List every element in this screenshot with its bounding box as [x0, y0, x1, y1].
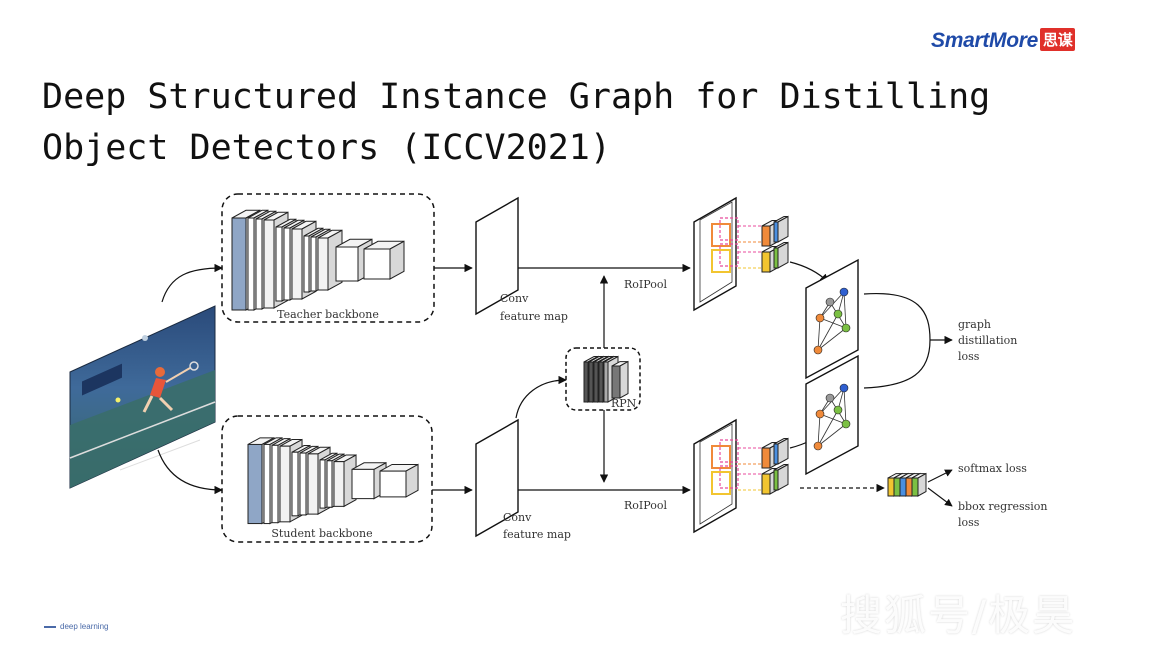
roi-feature-inner [699, 423, 733, 525]
watermark: 搜狐号/极昊 [840, 591, 1077, 640]
teacher-roipool-label: RoIPool [624, 278, 667, 291]
graph-node [825, 297, 835, 307]
softmax-loss-label: softmax loss [958, 462, 1027, 475]
graph-edge [817, 413, 821, 447]
architecture-diagram: Teacher backbone Student backbone Conv f… [69, 193, 1048, 543]
graph-loss-label-1: graph [958, 318, 991, 331]
bbox-loss-label-1: bbox regression [958, 500, 1048, 513]
teacher-backbone-label: Teacher backbone [277, 308, 379, 321]
rpn-block: RPN [565, 347, 641, 411]
arrow-featmap-to-rpn [515, 375, 567, 419]
roi-feature-inner [699, 201, 733, 303]
arrow-image-to-teacher [161, 263, 223, 303]
graph-node [833, 309, 843, 319]
graph-node [815, 313, 825, 323]
arrow-image-to-student [157, 449, 223, 495]
rpn-layer [611, 360, 629, 399]
roi-cube [773, 463, 789, 491]
teacher-roi-features [693, 196, 789, 312]
graph-loss-label-3: loss [958, 350, 980, 363]
teacher-feature-map: Conv feature map [475, 196, 568, 323]
graph-edge [817, 327, 847, 351]
graph-node [839, 287, 849, 297]
teacher-featmap-label-2: feature map [500, 310, 568, 323]
graph-node [833, 405, 843, 415]
student-roipool-label: RoIPool [624, 499, 667, 512]
graph-edge [817, 317, 821, 351]
graph-node [813, 441, 823, 451]
graph-edge [843, 387, 847, 425]
footer-text: deep learning [60, 622, 109, 631]
title-line-2: Object Detectors (ICCV2021) [42, 128, 611, 168]
graph-edge [817, 313, 839, 351]
graph-node [839, 383, 849, 393]
backbone-layer [363, 240, 405, 280]
graph-loss-bracket [863, 292, 931, 389]
logo-text: SmartMore [931, 29, 1038, 52]
rpn-label: RPN [611, 397, 637, 410]
input-image [69, 305, 216, 489]
arrow-to-softmax [927, 469, 953, 483]
head-layer [911, 472, 927, 497]
arrow-to-bbox [927, 487, 953, 507]
student-featmap-label-2: feature map [503, 528, 571, 541]
roi-cube [773, 437, 789, 465]
graph-node [841, 419, 851, 429]
student-feature-map: Conv feature map [475, 418, 571, 541]
title-line-1: Deep Structured Instance Graph for Disti… [42, 77, 991, 117]
teacher-featmap-label-1: Conv [500, 292, 529, 305]
roi-cube [773, 215, 789, 243]
graph-node [825, 393, 835, 403]
bbox-loss-label-2: loss [958, 516, 980, 529]
student-featmap-label-1: Conv [503, 511, 532, 524]
roi-feature-plane [693, 418, 737, 534]
graph-loss-label-2: distillation [958, 334, 1017, 347]
graph-node [813, 345, 823, 355]
roi-box [711, 445, 731, 469]
graph-node [815, 409, 825, 419]
footer-note: deep learning [44, 622, 108, 631]
graph-edge [817, 409, 839, 447]
roi-box [711, 223, 731, 247]
teacher-backbone: Teacher backbone [221, 193, 435, 323]
roi-box [711, 471, 731, 495]
teacher-instance-graph [805, 258, 859, 380]
student-backbone: Student backbone [221, 415, 433, 543]
graph-node [841, 323, 851, 333]
roi-feature-plane [693, 196, 737, 312]
student-instance-graph [805, 354, 859, 476]
slide-title: Deep Structured Instance Graph for Disti… [42, 72, 990, 174]
student-roi-features [693, 418, 789, 534]
footer-bar [44, 625, 56, 628]
detection-head [887, 472, 927, 497]
graph-edge [817, 423, 847, 447]
logo-cn-badge: 思谋 [1040, 28, 1076, 51]
roi-cube [773, 241, 789, 269]
graph-edge [843, 291, 847, 329]
student-backbone-label: Student backbone [271, 527, 372, 540]
backbone-layer [379, 463, 419, 498]
roi-box [711, 249, 731, 273]
